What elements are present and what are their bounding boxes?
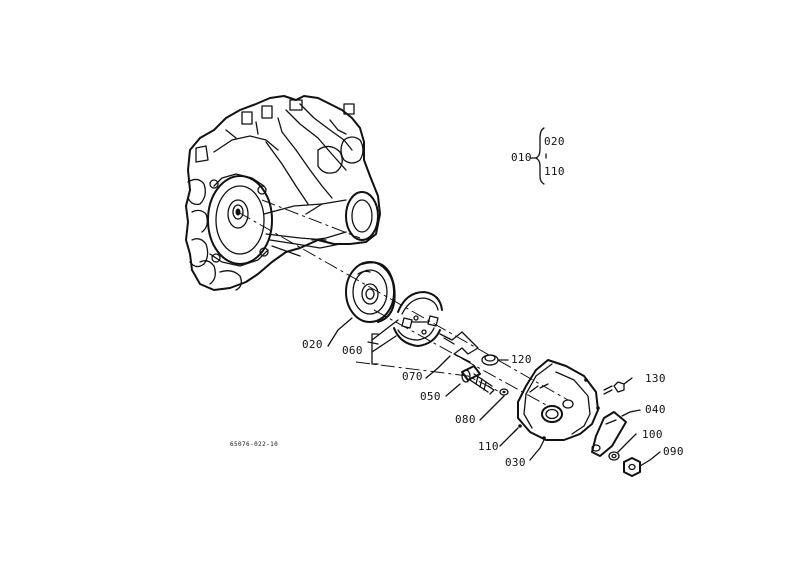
callout-100: 100 [642, 428, 663, 441]
legend-assembly-number: 010 [511, 151, 532, 164]
callout-040: 040 [645, 403, 666, 416]
legend-range-end: 110 [544, 165, 565, 178]
callout-leaders [327, 317, 661, 467]
brake-drum-part-020 [345, 261, 396, 323]
drawing-code: 65076-022-10 [230, 441, 279, 448]
plug-part-120 [481, 354, 499, 366]
bolt-part-130 [603, 381, 625, 395]
callout-020: 020 [302, 338, 323, 351]
callout-030: 030 [505, 456, 526, 469]
nut-part-090 [623, 457, 641, 477]
callout-090: 090 [663, 445, 684, 458]
callout-060: 060 [342, 344, 363, 357]
assembly-legend-bracket [529, 127, 547, 185]
callout-070: 070 [402, 370, 423, 383]
callout-130: 130 [645, 372, 666, 385]
callout-110: 110 [478, 440, 499, 453]
brake-rod-part-070 [439, 331, 479, 363]
o-ring-part-080 [499, 388, 509, 396]
brake-lever-part-040 [591, 411, 627, 457]
legend-range-start: 020 [544, 135, 565, 148]
cam-shaft-part-050 [461, 365, 495, 395]
brake-cover-part-030 [517, 359, 600, 441]
transmission-case-housing [185, 95, 381, 291]
washer-part-100 [608, 451, 620, 461]
callout-050: 050 [420, 390, 441, 403]
callout-120: 120 [511, 353, 532, 366]
brake-shoes-part-060 [393, 291, 443, 347]
callout-080: 080 [455, 413, 476, 426]
